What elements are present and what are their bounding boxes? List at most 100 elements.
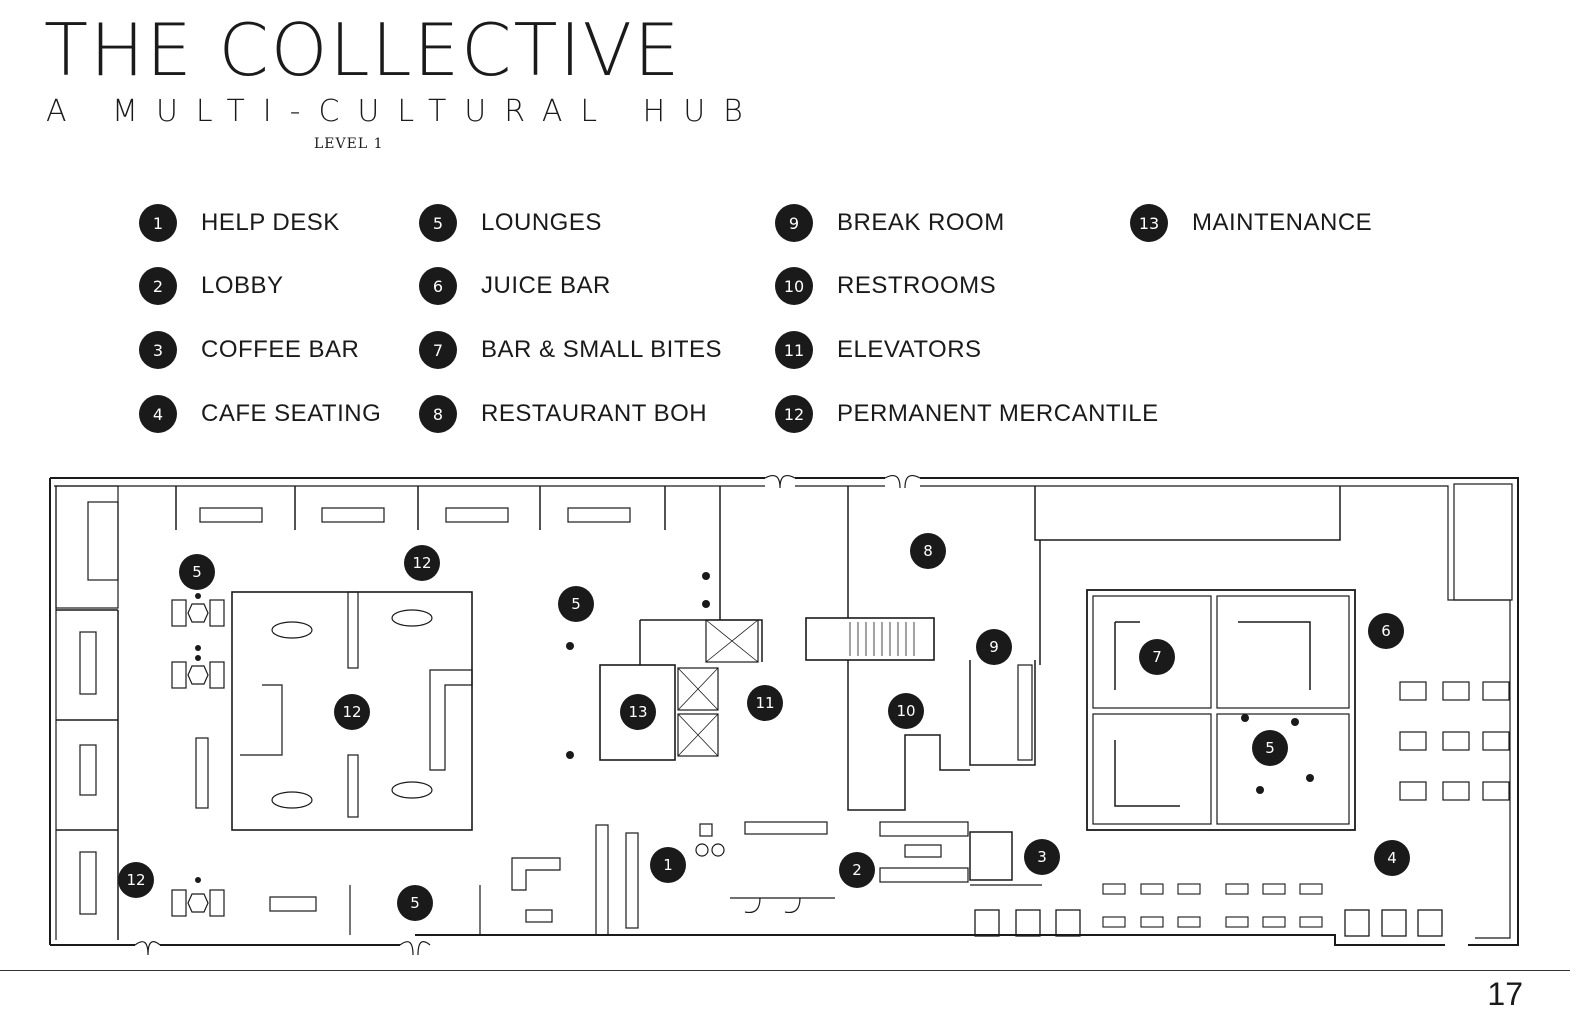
marker-6: 6 <box>1368 613 1404 649</box>
stair-left-core <box>55 485 119 609</box>
marker-5: 5 <box>397 885 433 921</box>
left-counter-1 <box>79 631 97 695</box>
marker-13: 13 <box>620 694 656 730</box>
lounge-chair <box>209 599 225 627</box>
break-room-counter <box>1017 664 1033 761</box>
mercantile-island-l <box>240 684 283 756</box>
legend-number-badge: 13 <box>1130 204 1168 242</box>
marker-3: 3 <box>1024 839 1060 875</box>
legend-label: JUICE BAR <box>481 272 611 299</box>
svg-text:2: 2 <box>852 861 862 879</box>
stair-left <box>87 501 119 581</box>
legend-item-bar-small-bites: 7 BAR & SMALL BITES <box>419 330 722 370</box>
legend-label: BAR & SMALL BITES <box>481 336 723 363</box>
door-swing <box>764 475 921 489</box>
page-title: THE COLLECTIVE <box>44 8 682 92</box>
marker-5: 5 <box>179 554 215 590</box>
lounge-chair <box>171 889 187 917</box>
booth-counter-4 <box>567 507 631 523</box>
legend-item-elevators: 11 ELEVATORS <box>775 330 982 370</box>
legend-item-cafe-seating: 4 CAFE SEATING <box>139 394 381 434</box>
elevator-shaft <box>677 667 719 711</box>
booth-seats <box>974 909 1443 937</box>
svg-text:9: 9 <box>989 638 999 656</box>
restroom-walls <box>847 486 1036 811</box>
lobby-table <box>904 844 942 858</box>
marker-1: 1 <box>650 847 686 883</box>
footer-divider <box>0 970 1570 971</box>
display-rack <box>347 754 359 818</box>
bar-counter-l <box>1114 621 1311 807</box>
legend-number-badge: 10 <box>775 267 813 305</box>
desk-chair <box>699 823 713 837</box>
legend-number-badge: 5 <box>419 204 457 242</box>
booth-counter-2 <box>321 507 385 523</box>
accent-dots <box>195 572 1314 883</box>
elevator-shaft <box>677 713 719 757</box>
legend-label: HELP DESK <box>201 209 340 236</box>
boh-walls <box>1034 486 1341 665</box>
svg-text:6: 6 <box>1381 622 1391 640</box>
legend-label: COFFEE BAR <box>201 336 360 363</box>
stair-center <box>805 617 935 661</box>
marker-8: 8 <box>910 533 946 569</box>
svg-text:3: 3 <box>1037 848 1047 866</box>
lounge-chair <box>171 599 187 627</box>
legend-item-break-room: 9 BREAK ROOM <box>775 203 1005 243</box>
lounge-table <box>187 603 209 623</box>
lounge-partition <box>349 885 481 935</box>
display-rack <box>195 737 209 809</box>
legend-number-badge: 1 <box>139 204 177 242</box>
lounge-chair <box>209 661 225 689</box>
svg-text:4: 4 <box>1387 849 1397 867</box>
help-desk-counter <box>595 824 609 936</box>
coffee-bar-counter <box>969 831 1013 881</box>
legend-item-maintenance: 13 MAINTENANCE <box>1130 203 1372 243</box>
legend-number-badge: 7 <box>419 331 457 369</box>
page-subtitle: A MULTI-CULTURAL HUB <box>46 94 761 129</box>
bench <box>525 909 553 923</box>
svg-text:12: 12 <box>412 554 431 572</box>
bench <box>269 896 317 912</box>
legend-item-restaurant-boh: 8 RESTAURANT BOH <box>419 394 707 434</box>
left-counter-2 <box>79 744 97 796</box>
display-rack <box>347 591 359 669</box>
svg-text:5: 5 <box>410 894 420 912</box>
door-swing <box>730 897 835 914</box>
marker-10: 10 <box>888 693 924 729</box>
display-oval <box>271 791 313 809</box>
legend-number-badge: 9 <box>775 204 813 242</box>
page-number: 17 <box>1487 976 1523 1012</box>
marker-2: 2 <box>839 852 875 888</box>
legend-item-restrooms: 10 RESTROOMS <box>775 266 996 306</box>
legend-number-badge: 2 <box>139 267 177 305</box>
legend-number-badge: 12 <box>775 395 813 433</box>
marker-9: 9 <box>976 629 1012 665</box>
legend-label: CAFE SEATING <box>201 400 382 427</box>
marker-5: 5 <box>558 586 594 622</box>
svg-text:5: 5 <box>571 595 581 613</box>
marker-12: 12 <box>404 545 440 581</box>
legend-label: PERMANENT MERCANTILE <box>837 400 1159 427</box>
marker-4: 4 <box>1374 840 1410 876</box>
bar-quadrant <box>1092 595 1212 709</box>
lounge-chair <box>171 661 187 689</box>
legend-item-permanent-mercantile: 12 PERMANENT MERCANTILE <box>775 394 1159 434</box>
legend-item-lobby: 2 LOBBY <box>139 266 284 306</box>
lobby-sofa <box>879 821 969 837</box>
booth-counter-1 <box>199 507 263 523</box>
bar-quadrant <box>1216 595 1350 709</box>
stair-treads <box>849 622 915 656</box>
desk <box>744 821 828 835</box>
service-counter-l <box>511 857 561 891</box>
mercantile-island-l2 <box>429 669 473 771</box>
svg-text:13: 13 <box>628 703 647 721</box>
svg-text:12: 12 <box>126 871 145 889</box>
display-oval <box>391 609 433 627</box>
bar-quadrant <box>1092 713 1212 825</box>
cafe-small-tables <box>1102 883 1323 928</box>
legend-item-help-desk: 1 HELP DESK <box>139 203 340 243</box>
svg-text:11: 11 <box>755 694 774 712</box>
svg-text:5: 5 <box>1265 739 1275 757</box>
plan-markers: 1 2 3 4 5 5 5 5 6 7 8 9 10 11 12 12 12 1… <box>118 533 1410 921</box>
